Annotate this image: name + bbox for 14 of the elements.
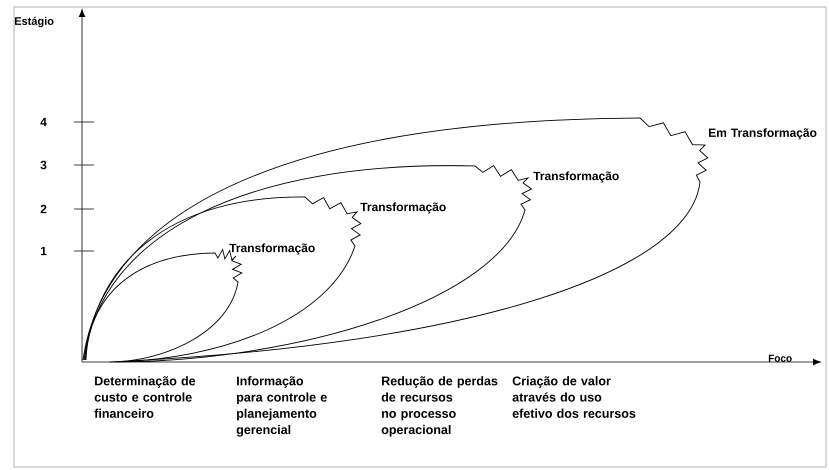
axis-title: Estágio: [14, 16, 54, 28]
tick-label: 4: [40, 118, 47, 126]
curve-label: Transformação: [533, 171, 619, 183]
category-label: Informação para controle e planejamento gerencial: [236, 376, 327, 437]
curve-label: Em Transformação: [709, 128, 816, 140]
tick-label: 2: [40, 204, 46, 214]
tick-label: 3: [40, 160, 46, 170]
category-label: Determinação de custo e controle financeiro: [94, 376, 196, 418]
curve-label: Transformação: [229, 243, 315, 255]
curve-label: Transformação: [360, 202, 446, 214]
tick-label: 1: [40, 246, 47, 256]
axis-title: Foco: [768, 354, 792, 362]
category-label: Criação de valor através do uso efetivo dos recursos: [512, 376, 636, 418]
category-label: Redução de perdas de recursos no processo operacional: [382, 376, 498, 437]
